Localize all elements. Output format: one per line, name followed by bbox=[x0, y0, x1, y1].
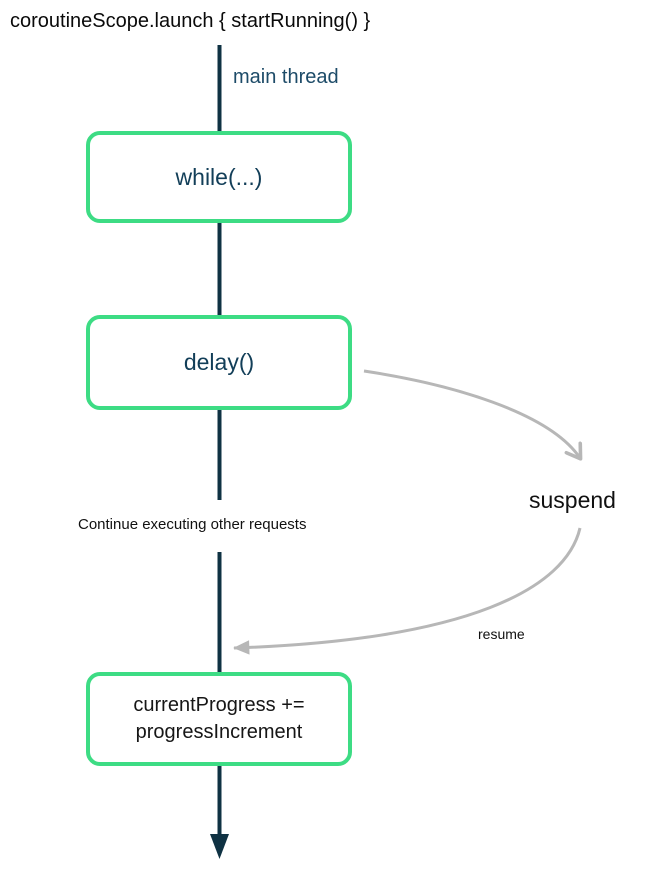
down-arrowhead-icon bbox=[210, 834, 229, 859]
while-loop-box: while(...) bbox=[86, 131, 352, 223]
resume-annotation: resume bbox=[478, 626, 525, 642]
main-thread-label: main thread bbox=[233, 66, 339, 88]
resume-arrow bbox=[233, 527, 582, 655]
suspend-annotation: suspend bbox=[529, 487, 616, 513]
page-title: coroutineScope.launch { startRunning() } bbox=[10, 10, 371, 32]
progress-increment-box: currentProgress += progressIncrement bbox=[86, 672, 352, 766]
delay-label: delay() bbox=[183, 349, 255, 375]
continue-executing-annotation: Continue executing other requests bbox=[78, 516, 307, 533]
delay-box: delay() bbox=[86, 315, 352, 410]
suspend-arrow bbox=[363, 369, 580, 458]
while-loop-label: while(...) bbox=[175, 163, 263, 190]
progress-increment-label-line2: progressIncrement bbox=[135, 721, 303, 743]
progress-increment-label-line1: currentProgress += bbox=[133, 694, 305, 716]
